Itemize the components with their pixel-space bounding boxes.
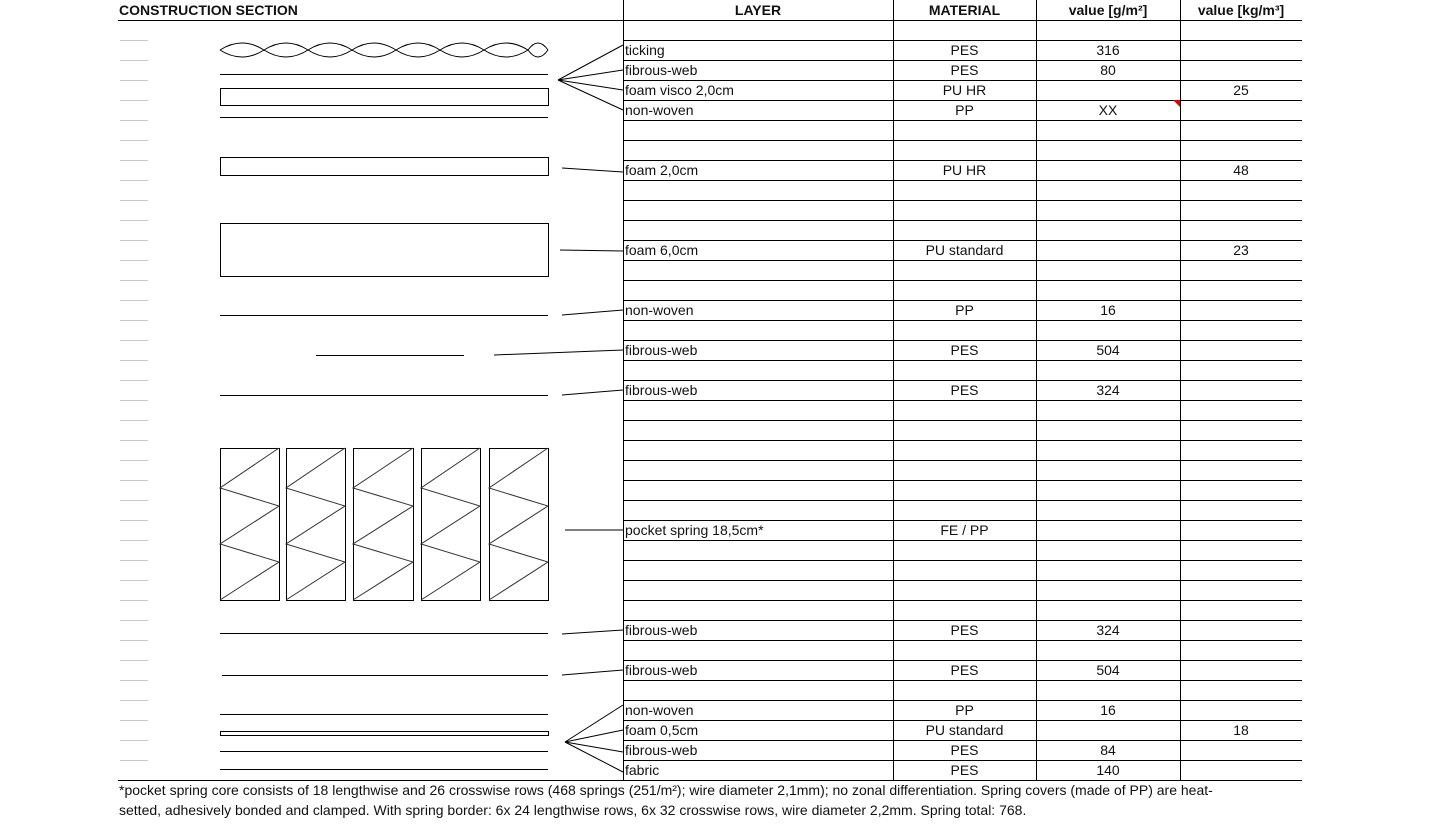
section-title: CONSTRUCTION SECTION [119, 2, 298, 18]
pocket-spring-box [421, 448, 481, 601]
cell-material: PES [950, 42, 979, 58]
ticking-wave [219, 42, 549, 58]
foam-6cm-rect [220, 223, 549, 277]
leader-line [564, 704, 624, 743]
cell-material: PES [950, 382, 979, 398]
cell-gsm: 84 [1100, 742, 1116, 758]
cell-material: PP [955, 702, 974, 718]
cell-layer: foam 2,0cm [625, 162, 699, 178]
cell-gsm: 324 [1096, 382, 1120, 398]
cell-gsm: 324 [1096, 622, 1120, 638]
cell-gsm: 316 [1096, 42, 1120, 58]
cell-layer: fabric [625, 762, 660, 778]
cell-gsm: 80 [1100, 62, 1116, 78]
leader-line [561, 167, 624, 173]
spring-zigzag [419, 447, 482, 601]
footnote-line-2: setted, adhesively bonded and clamped. W… [119, 802, 1027, 818]
cell-gsm: 504 [1096, 342, 1120, 358]
comment-marker [1173, 100, 1180, 107]
spring-zigzag [487, 447, 550, 601]
cell-density: 48 [1233, 162, 1249, 178]
cell-gsm: 140 [1096, 762, 1120, 778]
foam-05cm-rect [220, 731, 549, 736]
cell-layer: fibrous-web [625, 382, 698, 398]
cell-density: 23 [1233, 242, 1249, 258]
spring-zigzag [218, 447, 281, 601]
spring-zigzag [284, 447, 347, 601]
cell-layer: fibrous-web [625, 742, 698, 758]
cell-layer: fibrous-web [625, 62, 698, 78]
cell-material: PU standard [925, 242, 1004, 258]
cell-material: PES [950, 62, 979, 78]
header-density: value [kg/m³] [1197, 2, 1285, 18]
cell-layer: fibrous-web [625, 342, 698, 358]
cell-material: PU standard [925, 722, 1004, 738]
cell-material: PES [950, 342, 979, 358]
cell-gsm: XX [1098, 102, 1118, 118]
cell-material: PES [950, 742, 979, 758]
leader-line [557, 79, 624, 111]
cell-layer: non-woven [625, 302, 694, 318]
cell-material: PU HR [942, 82, 987, 98]
pocket-spring-box [353, 448, 414, 601]
leader-line [559, 249, 624, 252]
cell-material: PP [955, 302, 974, 318]
cell-gsm: 16 [1100, 302, 1116, 318]
cell-layer: foam 6,0cm [625, 242, 699, 258]
spring-zigzag [351, 447, 415, 601]
leader-line [561, 669, 624, 676]
cell-material: PP [955, 102, 974, 118]
cell-layer: fibrous-web [625, 622, 698, 638]
leader-line [564, 741, 624, 773]
leader-line [561, 309, 624, 316]
leader-line [493, 349, 624, 356]
cell-material: FE / PP [940, 522, 989, 538]
cell-layer: pocket spring 18,5cm* [625, 522, 764, 538]
footnote-line-1: *pocket spring core consists of 18 lengt… [119, 782, 1213, 798]
leader-line [557, 44, 624, 81]
cell-density: 18 [1233, 722, 1249, 738]
cell-layer: foam visco 2,0cm [625, 82, 734, 98]
cell-material: PU HR [942, 162, 987, 178]
leader-line [561, 389, 624, 396]
foam-visco-rect [220, 88, 549, 106]
leader-line [564, 741, 624, 753]
header-gsm: value [g/m²] [1068, 2, 1148, 18]
leader-line [557, 69, 624, 81]
pocket-spring-box [286, 448, 346, 601]
leader-line [557, 79, 624, 91]
cell-material: PES [950, 662, 979, 678]
cell-layer: non-woven [625, 702, 694, 718]
cell-material: PES [950, 762, 979, 778]
pocket-spring-box [489, 448, 549, 601]
cell-gsm: 16 [1100, 702, 1116, 718]
cell-layer: foam 0,5cm [625, 722, 699, 738]
cell-density: 25 [1233, 82, 1249, 98]
header-layer: LAYER [734, 2, 782, 18]
cell-layer: ticking [625, 42, 665, 58]
leader-line [564, 729, 624, 743]
cell-layer: fibrous-web [625, 662, 698, 678]
header-material: MATERIAL [928, 2, 1001, 18]
cell-material: PES [950, 622, 979, 638]
leader-line [561, 629, 624, 635]
cell-layer: non-woven [625, 102, 694, 118]
cell-gsm: 504 [1096, 662, 1120, 678]
foam-2cm-rect [220, 157, 549, 176]
pocket-spring-box [220, 448, 280, 601]
